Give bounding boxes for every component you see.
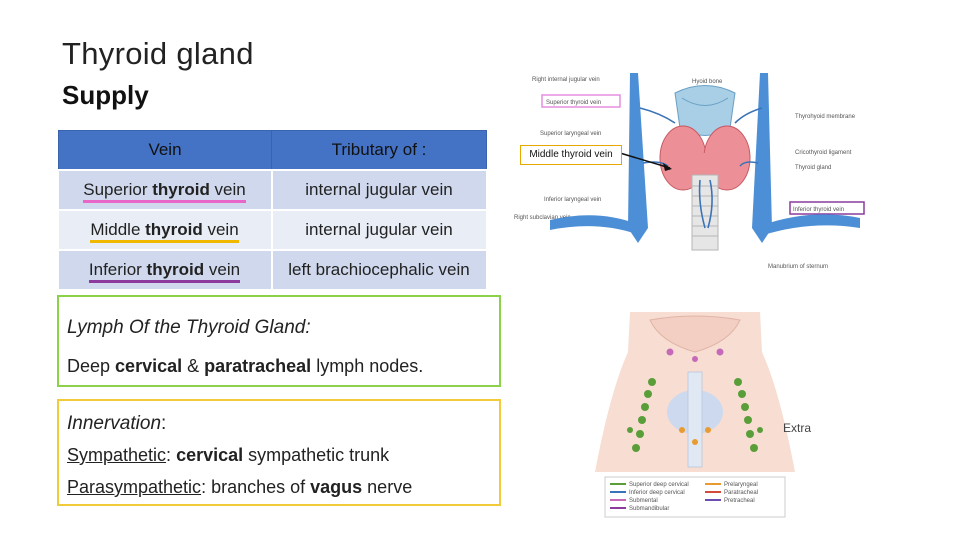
lymph-heading: Lymph Of the Thyroid Gland: — [67, 317, 311, 338]
vein-cell: Inferior thyroid vein — [58, 249, 273, 289]
callout-arrow — [619, 152, 671, 169]
label-right-ijv: Right internal jugular vein — [532, 77, 600, 83]
label-thyroid-gland: Thyroid gland — [795, 165, 831, 171]
tributary-cell: internal jugular vein — [271, 209, 488, 250]
label-thyrohyoid: Thyrohyoid membrane — [795, 114, 856, 120]
sup-thyroid-vein-label-box — [541, 94, 621, 108]
label-inf-thyroid-vein: Inferior thyroid vein — [793, 207, 844, 213]
legend-item: Inferior deep cervical — [629, 490, 685, 496]
innervation-heading: Innervation: — [67, 413, 167, 434]
middle-thyroid-vein-text: Middle thyroid vein — [90, 220, 239, 243]
legend-item: Superior deep cervical — [629, 482, 689, 488]
table-row: Superior thyroid vein internal jugular v… — [58, 169, 488, 210]
label-right-subclavian: Right subclavian vein — [514, 215, 571, 221]
tributary-cell: internal jugular vein — [271, 169, 488, 210]
table-row: Inferior thyroid vein left brachiocephal… — [58, 249, 488, 289]
left-subclavian-vein — [760, 214, 860, 236]
left-internal-jugular-vein — [752, 73, 772, 243]
neck-lymph-figure: Superior deep cervical Inferior deep cer… — [595, 312, 795, 518]
legend-item: Pretracheal — [724, 498, 755, 504]
veins-table: Vein Tributary of : Superior thyroid vei… — [58, 130, 488, 289]
vein-cell: Superior thyroid vein — [58, 169, 273, 210]
middle-thyroid-vein-callout: Middle thyroid vein — [520, 145, 622, 165]
label-cricothyroid: Cricothyroid ligament — [795, 150, 852, 156]
legend-box — [604, 476, 786, 518]
legend-item: Prelaryngeal — [724, 482, 758, 488]
legend-item: Submental — [629, 498, 658, 504]
legend-item: Submandibular — [629, 506, 669, 512]
header-tributary: Tributary of : — [271, 130, 487, 171]
table-row: Middle thyroid vein internal jugular vei… — [58, 209, 488, 250]
thyroid-veins-figure: Right internal jugular vein Hyoid bone S… — [514, 73, 865, 270]
label-sup-thyroid-vein: Superior thyroid vein — [546, 100, 601, 106]
thyroid-isthmus — [690, 153, 720, 175]
extra-label: Extra — [783, 421, 812, 435]
inferior-thyroid-vein-text: Inferior thyroid vein — [88, 260, 241, 283]
lymph-text: Deep cervical & paratracheal lymph nodes… — [67, 356, 424, 376]
trachea — [691, 174, 719, 251]
vein-cell: Middle thyroid vein — [58, 209, 273, 250]
parasympathetic-line: Parasympathetic: branches of vagus nerve — [67, 477, 413, 497]
chin — [649, 315, 741, 353]
innervation-box: Innervation: Sympathetic: cervical sympa… — [57, 399, 501, 506]
legend-items: Superior deep cervical Inferior deep cer… — [610, 482, 758, 512]
label-inf-laryngeal: Inferior laryngeal vein — [544, 197, 601, 203]
right-subclavian-vein — [550, 215, 642, 236]
inf-thyroid-vein-label-box — [789, 201, 865, 215]
label-manubrium: Manubrium of sternum — [768, 264, 828, 270]
tributary-cell: left brachiocephalic vein — [271, 249, 488, 289]
page-title: Thyroid gland — [62, 36, 254, 71]
legend-item: Paratracheal — [724, 490, 758, 496]
label-hyoid: Hyoid bone — [692, 79, 723, 85]
label-sup-laryngeal: Superior laryngeal vein — [540, 131, 601, 137]
header-vein: Vein — [58, 130, 272, 171]
superior-thyroid-vein-text: Superior thyroid vein — [83, 180, 246, 203]
page-subtitle: Supply — [62, 80, 149, 110]
lymph-box: Lymph Of the Thyroid Gland: Deep cervica… — [57, 295, 501, 387]
table-header-row: Vein Tributary of : — [58, 130, 487, 171]
sympathetic-line: Sympathetic: cervical sympathetic trunk — [67, 445, 390, 465]
